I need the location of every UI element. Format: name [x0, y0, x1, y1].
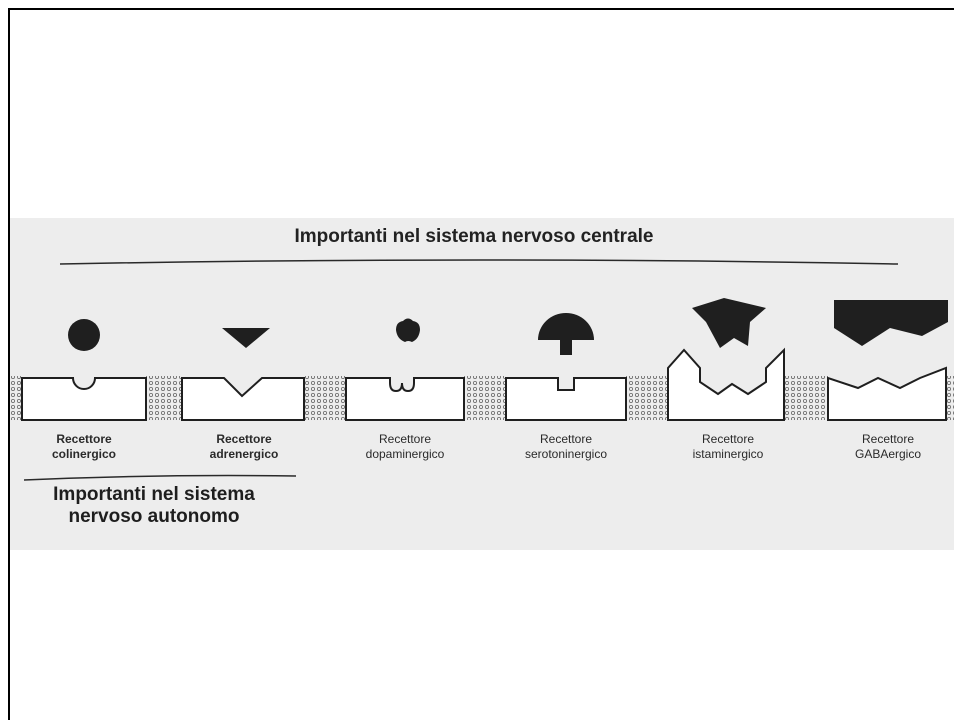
cns-heading: Importanti nel sistema nervoso centrale	[294, 226, 654, 247]
gabaergic-receptor	[827, 366, 947, 421]
receptor-label-line2: adrenergico	[209, 447, 279, 461]
receptor-label-dopaminergic: Recettore dopaminergico	[335, 432, 475, 462]
dopamine-ligand	[396, 318, 420, 342]
receptor-label-line2: serotoninergico	[524, 447, 608, 461]
receptor-label-line1: Recettore	[539, 432, 593, 446]
histaminergic-receptor	[667, 347, 785, 421]
receptor-label-line1: Recettore	[861, 432, 915, 446]
membrane-segment	[784, 376, 828, 420]
serotoninergic-receptor	[505, 377, 627, 421]
ans-heading: Importanti nel sistema nervoso autonomo	[22, 484, 286, 528]
membrane-segment	[304, 376, 346, 420]
acetylcholine-ligand	[68, 319, 100, 351]
membrane-segment	[146, 376, 182, 420]
receptor-label-gabaergic: Recettore GABAergico	[818, 432, 954, 462]
histamine-ligand	[692, 298, 766, 348]
ans-bracket-line	[23, 474, 297, 481]
receptor-label-line1: Recettore	[56, 432, 112, 446]
cholinergic-receptor	[21, 377, 147, 421]
membrane-segment	[10, 376, 22, 420]
noradrenaline-ligand	[222, 328, 270, 348]
receptor-label-line1: Recettore	[701, 432, 755, 446]
diagram-graphics	[10, 259, 954, 481]
receptor-label-line1: Recettore	[216, 432, 272, 446]
adrenergic-receptor	[181, 377, 305, 421]
receptor-label-histaminergic: Recettore istaminergico	[658, 432, 798, 462]
receptor-label-line2: dopaminergico	[365, 447, 445, 461]
receptor-label-line2: GABAergico	[854, 447, 922, 461]
membrane-segment	[946, 376, 954, 420]
receptor-diagram: Importanti nel sistema nervoso centrale …	[10, 218, 954, 550]
receptor-label-line2: istaminergico	[692, 447, 764, 461]
receptor-label-line1: Recettore	[378, 432, 432, 446]
membrane-segment	[464, 376, 506, 420]
serotonin-ligand	[538, 313, 594, 355]
receptor-label-cholinergic: Recettore colinergico	[14, 432, 154, 462]
dopaminergic-receptor	[345, 377, 465, 421]
membrane-segment	[626, 376, 668, 420]
receptor-label-line2: colinergico	[51, 447, 116, 461]
ans-heading-line2: nervoso autonomo	[68, 506, 240, 527]
gaba-ligand	[834, 300, 948, 346]
cns-bracket-line	[59, 259, 899, 265]
ans-heading-line1: Importanti nel sistema	[53, 484, 255, 505]
receptor-label-serotoninergic: Recettore serotoninergico	[496, 432, 636, 462]
receptor-label-adrenergic: Recettore adrenergico	[174, 432, 314, 462]
